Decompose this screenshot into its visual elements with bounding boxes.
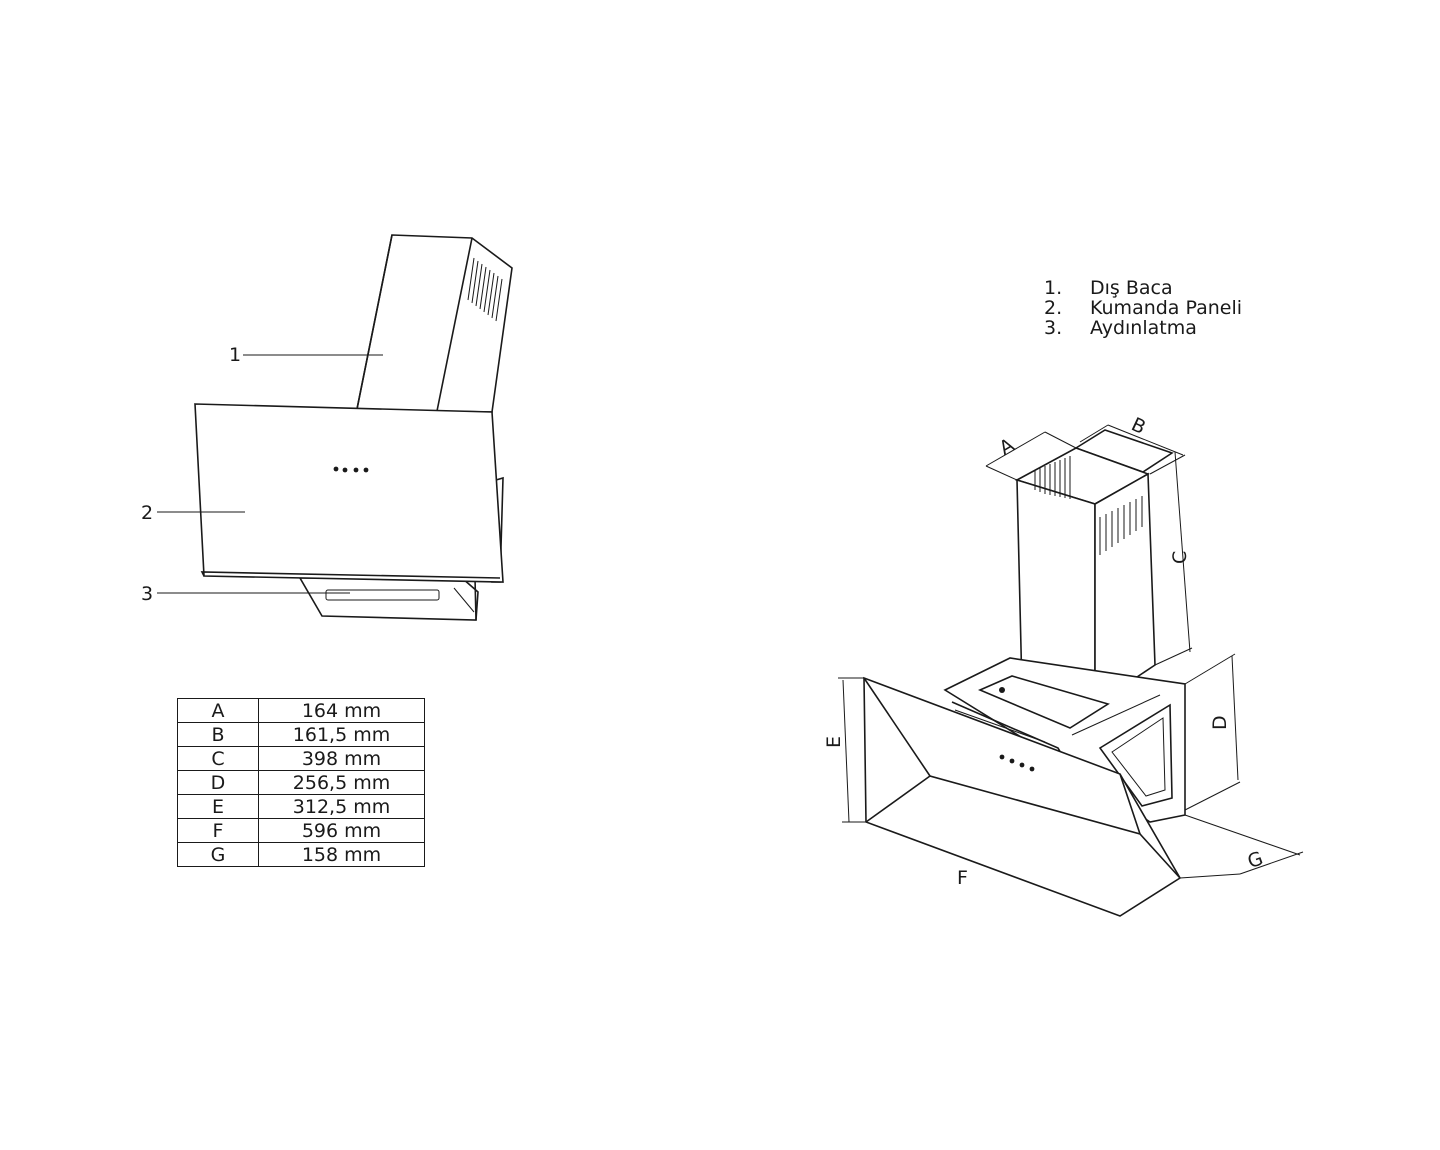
- svg-text:F: F: [957, 867, 968, 889]
- dimension-value: 596 mm: [258, 818, 425, 843]
- legend-label: Dış Baca: [1090, 277, 1173, 299]
- dimension-key: A: [177, 698, 259, 723]
- dimension-value: 256,5 mm: [258, 770, 425, 795]
- dimension-key: C: [177, 746, 259, 771]
- table-row: B 161,5 mm: [177, 722, 425, 747]
- dimension-value: 161,5 mm: [258, 722, 425, 747]
- table-row: D 256,5 mm: [177, 770, 425, 795]
- table-row: F 596 mm: [177, 818, 425, 843]
- legend-number: 1.: [1044, 277, 1063, 299]
- legend-item: 3. Aydınlatma: [1044, 318, 1242, 338]
- side-view-drawing: 1 2 3: [141, 234, 513, 621]
- legend-number: 3.: [1044, 317, 1063, 339]
- legend-item: 2. Kumanda Paneli: [1044, 298, 1242, 318]
- svg-text:E: E: [823, 736, 845, 748]
- dimension-key: F: [177, 818, 259, 843]
- dimension-value: 164 mm: [258, 698, 425, 723]
- dimension-e: E: [823, 677, 866, 823]
- table-row: E 312,5 mm: [177, 794, 425, 819]
- svg-text:A: A: [996, 434, 1018, 460]
- dimension-f: F: [957, 867, 968, 889]
- svg-text:B: B: [1128, 413, 1149, 438]
- svg-text:D: D: [1209, 715, 1231, 730]
- dimension-key: G: [177, 842, 259, 867]
- dimension-value: 312,5 mm: [258, 794, 425, 819]
- dimension-key: E: [177, 794, 259, 819]
- callout-1: 1: [229, 344, 241, 366]
- dimension-c: C: [1149, 451, 1193, 666]
- parts-legend: 1. Dış Baca 2. Kumanda Paneli 3. Aydınla…: [1044, 278, 1242, 338]
- legend-item: 1. Dış Baca: [1044, 278, 1242, 298]
- iso-glass-panel: [863, 676, 1182, 917]
- table-row: A 164 mm: [177, 698, 425, 723]
- callout-3: 3: [141, 583, 153, 605]
- legend-number: 2.: [1044, 297, 1063, 319]
- iso-chimney: [1014, 447, 1156, 707]
- svg-text:C: C: [1169, 551, 1191, 564]
- dimension-key: B: [177, 722, 259, 747]
- table-row: C 398 mm: [177, 746, 425, 771]
- dimension-d: D: [1184, 653, 1241, 811]
- glass-panel: [194, 403, 504, 583]
- isometric-view-drawing: A B C D E F: [823, 413, 1304, 917]
- iso-body: [943, 657, 1186, 823]
- svg-text:G: G: [1245, 847, 1266, 873]
- dimension-g: G: [1179, 814, 1304, 879]
- control-buttons: [333, 466, 369, 473]
- callout-2: 2: [141, 502, 153, 524]
- legend-label: Kumanda Paneli: [1090, 297, 1243, 319]
- dimension-key: D: [177, 770, 259, 795]
- table-row: G 158 mm: [177, 842, 425, 867]
- dimension-value: 398 mm: [258, 746, 425, 771]
- dimension-value: 158 mm: [258, 842, 425, 867]
- dimensions-table: A 164 mm B 161,5 mm C 398 mm D 256,5 mm …: [177, 698, 425, 867]
- chimney-part: [356, 234, 513, 413]
- legend-label: Aydınlatma: [1090, 317, 1197, 339]
